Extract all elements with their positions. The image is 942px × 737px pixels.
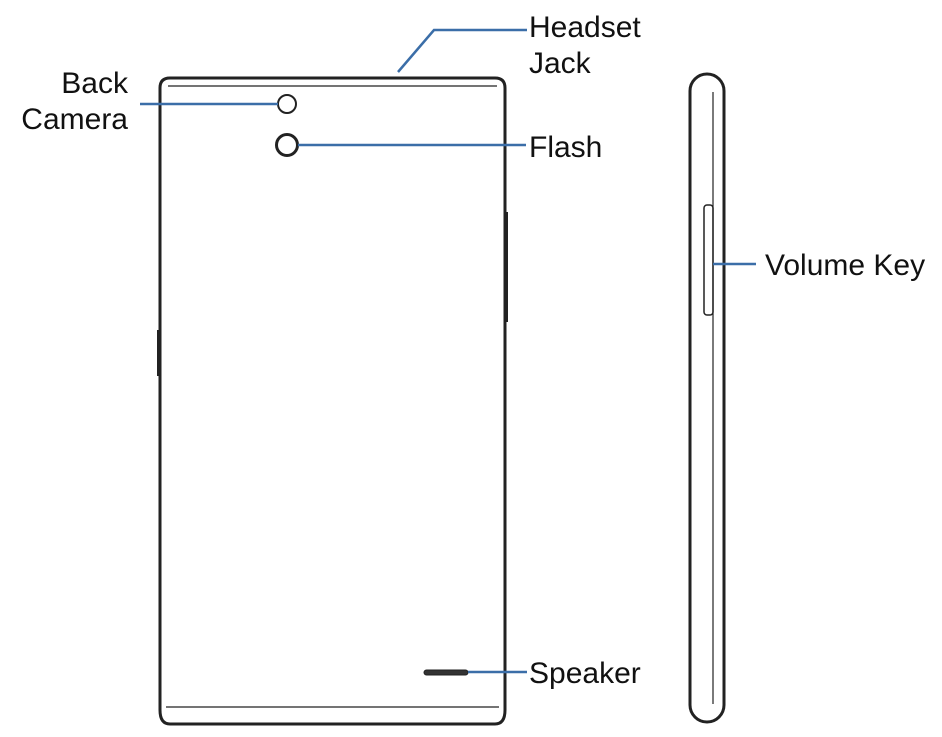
back-camera-label-line2: Camera [21, 103, 128, 136]
speaker-grille [423, 669, 469, 676]
speaker-label-text: Speaker [529, 657, 641, 690]
volume-key-label: Volume Key [765, 248, 925, 284]
back-camera-label: Back Camera [0, 66, 128, 138]
headset-jack-label-line2: Jack [529, 47, 591, 80]
headset-jack-label: Headset Jack [529, 10, 641, 82]
headset-jack-label-line1: Headset [529, 11, 641, 44]
phone-back-outline [158, 76, 507, 726]
headset-jack-callout [397, 28, 527, 73]
back-camera-label-line1: Back [61, 67, 128, 100]
callout-lines [140, 28, 756, 674]
speaker-label: Speaker [529, 656, 641, 692]
phone-side-outline [688, 72, 726, 724]
phone-side-view [688, 72, 726, 724]
phone-back-left-button [157, 330, 160, 376]
flash-label: Flash [529, 130, 602, 166]
volume-key-label-text: Volume Key [765, 249, 926, 282]
phone-back-view [157, 76, 508, 726]
flash-lens [275, 133, 299, 157]
phone-back-right-button [505, 212, 508, 322]
flash-label-text: Flash [529, 131, 603, 164]
back-camera-lens [277, 94, 297, 114]
volume-key-shape [703, 204, 714, 316]
